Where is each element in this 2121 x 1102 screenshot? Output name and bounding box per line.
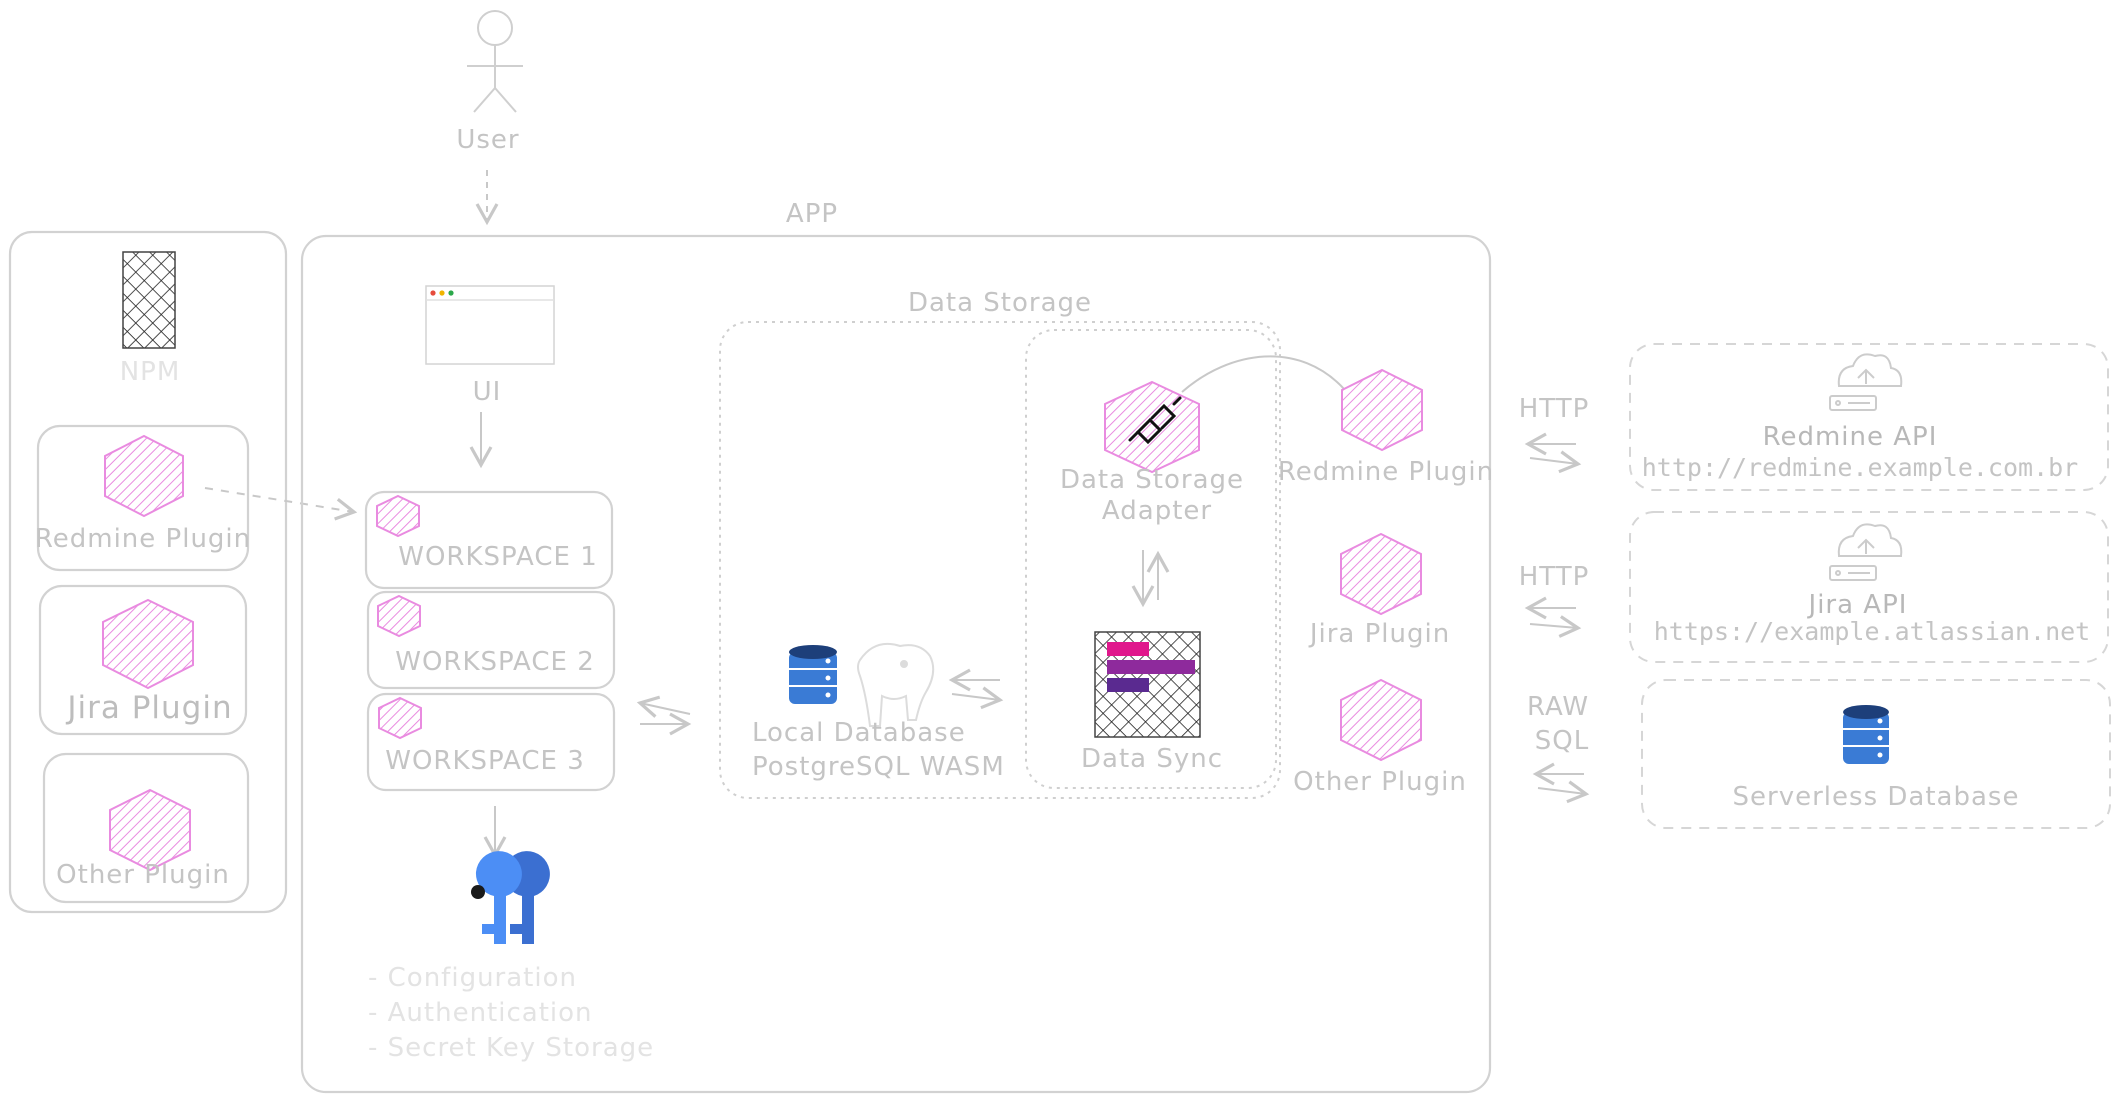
adapter-label: Adapter <box>1102 496 1212 526</box>
app-plugin-jira[interactable]: Jira Plugin <box>1308 532 1450 649</box>
local-db-label: Local Database <box>752 718 966 748</box>
app-plugin-label: Jira Plugin <box>1308 619 1450 649</box>
npm-logo-icon <box>122 251 176 349</box>
key-icon <box>471 851 550 944</box>
ui-label: UI <box>473 377 502 407</box>
cloud-server-icon <box>1829 353 1903 411</box>
npm-panel: NPM Redmine Plugin Jira Plugin Other Plu… <box>8 230 288 914</box>
adapter-label: Data Storage <box>1060 465 1244 495</box>
external-jira-api: Jira API https://example.atlassian.net <box>1629 511 2109 663</box>
app-plugin-redmine[interactable]: Redmine Plugin <box>1278 368 1494 487</box>
npm-plugin-label: Other Plugin <box>56 860 230 890</box>
data-storage-title: Data Storage <box>908 288 1092 318</box>
postgresql-elephant-icon <box>857 642 935 727</box>
plugin-hexagon-icon <box>378 696 422 740</box>
adapter-sync-bidirectional-arrow <box>1131 550 1170 608</box>
workspace-db-bidirectional-arrow <box>636 695 692 736</box>
npm-plugin-redmine[interactable]: Redmine Plugin <box>35 424 251 572</box>
plugin-hexagon-icon <box>377 594 421 638</box>
database-icon <box>1843 705 1889 764</box>
workspace-label: WORKSPACE 1 <box>398 542 598 572</box>
db-sync-bidirectional-arrow <box>948 668 1004 710</box>
user-label: User <box>456 125 519 155</box>
connection-redmine: HTTP <box>1519 394 1590 474</box>
data-storage-container <box>719 321 1281 799</box>
workspace-2[interactable]: WORKSPACE 2 <box>366 590 616 690</box>
local-database: Local Database PostgreSQL WASM <box>752 642 1005 782</box>
external-redmine-api: Redmine API http://redmine.example.com.b… <box>1629 343 2109 491</box>
cloud-server-icon <box>1829 523 1903 581</box>
plugin-hexagon-icon <box>109 788 191 872</box>
protocol-label: RAW <box>1527 692 1589 722</box>
data-sync-label: Data Sync <box>1081 744 1223 774</box>
npm-plugin-label: Jira Plugin <box>65 690 232 726</box>
external-serverless-database: Serverless Database <box>1641 679 2111 829</box>
app-container <box>300 234 1492 1094</box>
browser-window-icon <box>425 285 555 365</box>
protocol-label: SQL <box>1535 726 1589 756</box>
data-sync-logo-icon <box>1094 631 1201 738</box>
data-sync-container <box>1025 329 1277 789</box>
secret-storage-item: - Configuration <box>368 963 577 993</box>
secret-storage-list: - Configuration - Authentication - Secre… <box>368 963 654 1063</box>
local-db-label: PostgreSQL WASM <box>752 752 1005 782</box>
plugin-hexagon-icon <box>1104 380 1200 474</box>
user-actor: User <box>456 10 523 155</box>
plugin-hexagon-icon <box>104 434 184 518</box>
app-plugin-label: Other Plugin <box>1293 767 1467 797</box>
app-plugin-other[interactable]: Other Plugin <box>1293 678 1467 797</box>
secret-storage-item: - Authentication <box>368 998 593 1028</box>
external-title: Serverless Database <box>1733 782 2020 812</box>
data-storage-adapter: Data Storage Adapter <box>1060 380 1244 526</box>
plugin-hexagon-icon <box>1340 532 1422 616</box>
workspace-1[interactable]: WORKSPACE 1 <box>364 490 614 590</box>
protocol-label: HTTP <box>1519 394 1590 424</box>
plug-icon <box>1128 396 1182 445</box>
protocol-label: HTTP <box>1519 562 1590 592</box>
plugin-hexagon-icon <box>376 494 420 538</box>
external-title: Jira API <box>1807 590 1908 620</box>
workspace-3[interactable]: WORKSPACE 3 <box>366 692 616 792</box>
npm-plugin-label: Redmine Plugin <box>35 524 251 554</box>
connection-jira: HTTP <box>1519 562 1590 638</box>
adapter-plugin-connector <box>1181 355 1346 393</box>
ui-component: UI <box>425 285 555 407</box>
npm-plugin-jira[interactable]: Jira Plugin <box>38 584 248 736</box>
plugin-hexagon-icon <box>1341 368 1423 452</box>
secret-storage-item: - Secret Key Storage <box>368 1033 654 1063</box>
database-icon <box>789 645 837 704</box>
external-url: http://redmine.example.com.br <box>1642 453 2079 482</box>
external-url: https://example.atlassian.net <box>1654 617 2091 646</box>
connection-serverless: RAW SQL <box>1527 692 1590 804</box>
app-title: APP <box>786 199 838 229</box>
plugin-hexagon-icon <box>102 598 194 690</box>
plugin-hexagon-icon <box>1340 678 1422 762</box>
stick-figure-icon <box>467 10 523 113</box>
external-title: Redmine API <box>1763 422 1938 452</box>
workspace-label: WORKSPACE 2 <box>395 647 595 677</box>
npm-title: NPM <box>120 357 181 387</box>
plugin-install-arrow <box>204 487 358 521</box>
workspace-label: WORKSPACE 3 <box>385 746 585 776</box>
npm-plugin-other[interactable]: Other Plugin <box>42 752 250 904</box>
data-sync: Data Sync <box>1081 631 1223 774</box>
app-plugin-label: Redmine Plugin <box>1278 457 1494 487</box>
